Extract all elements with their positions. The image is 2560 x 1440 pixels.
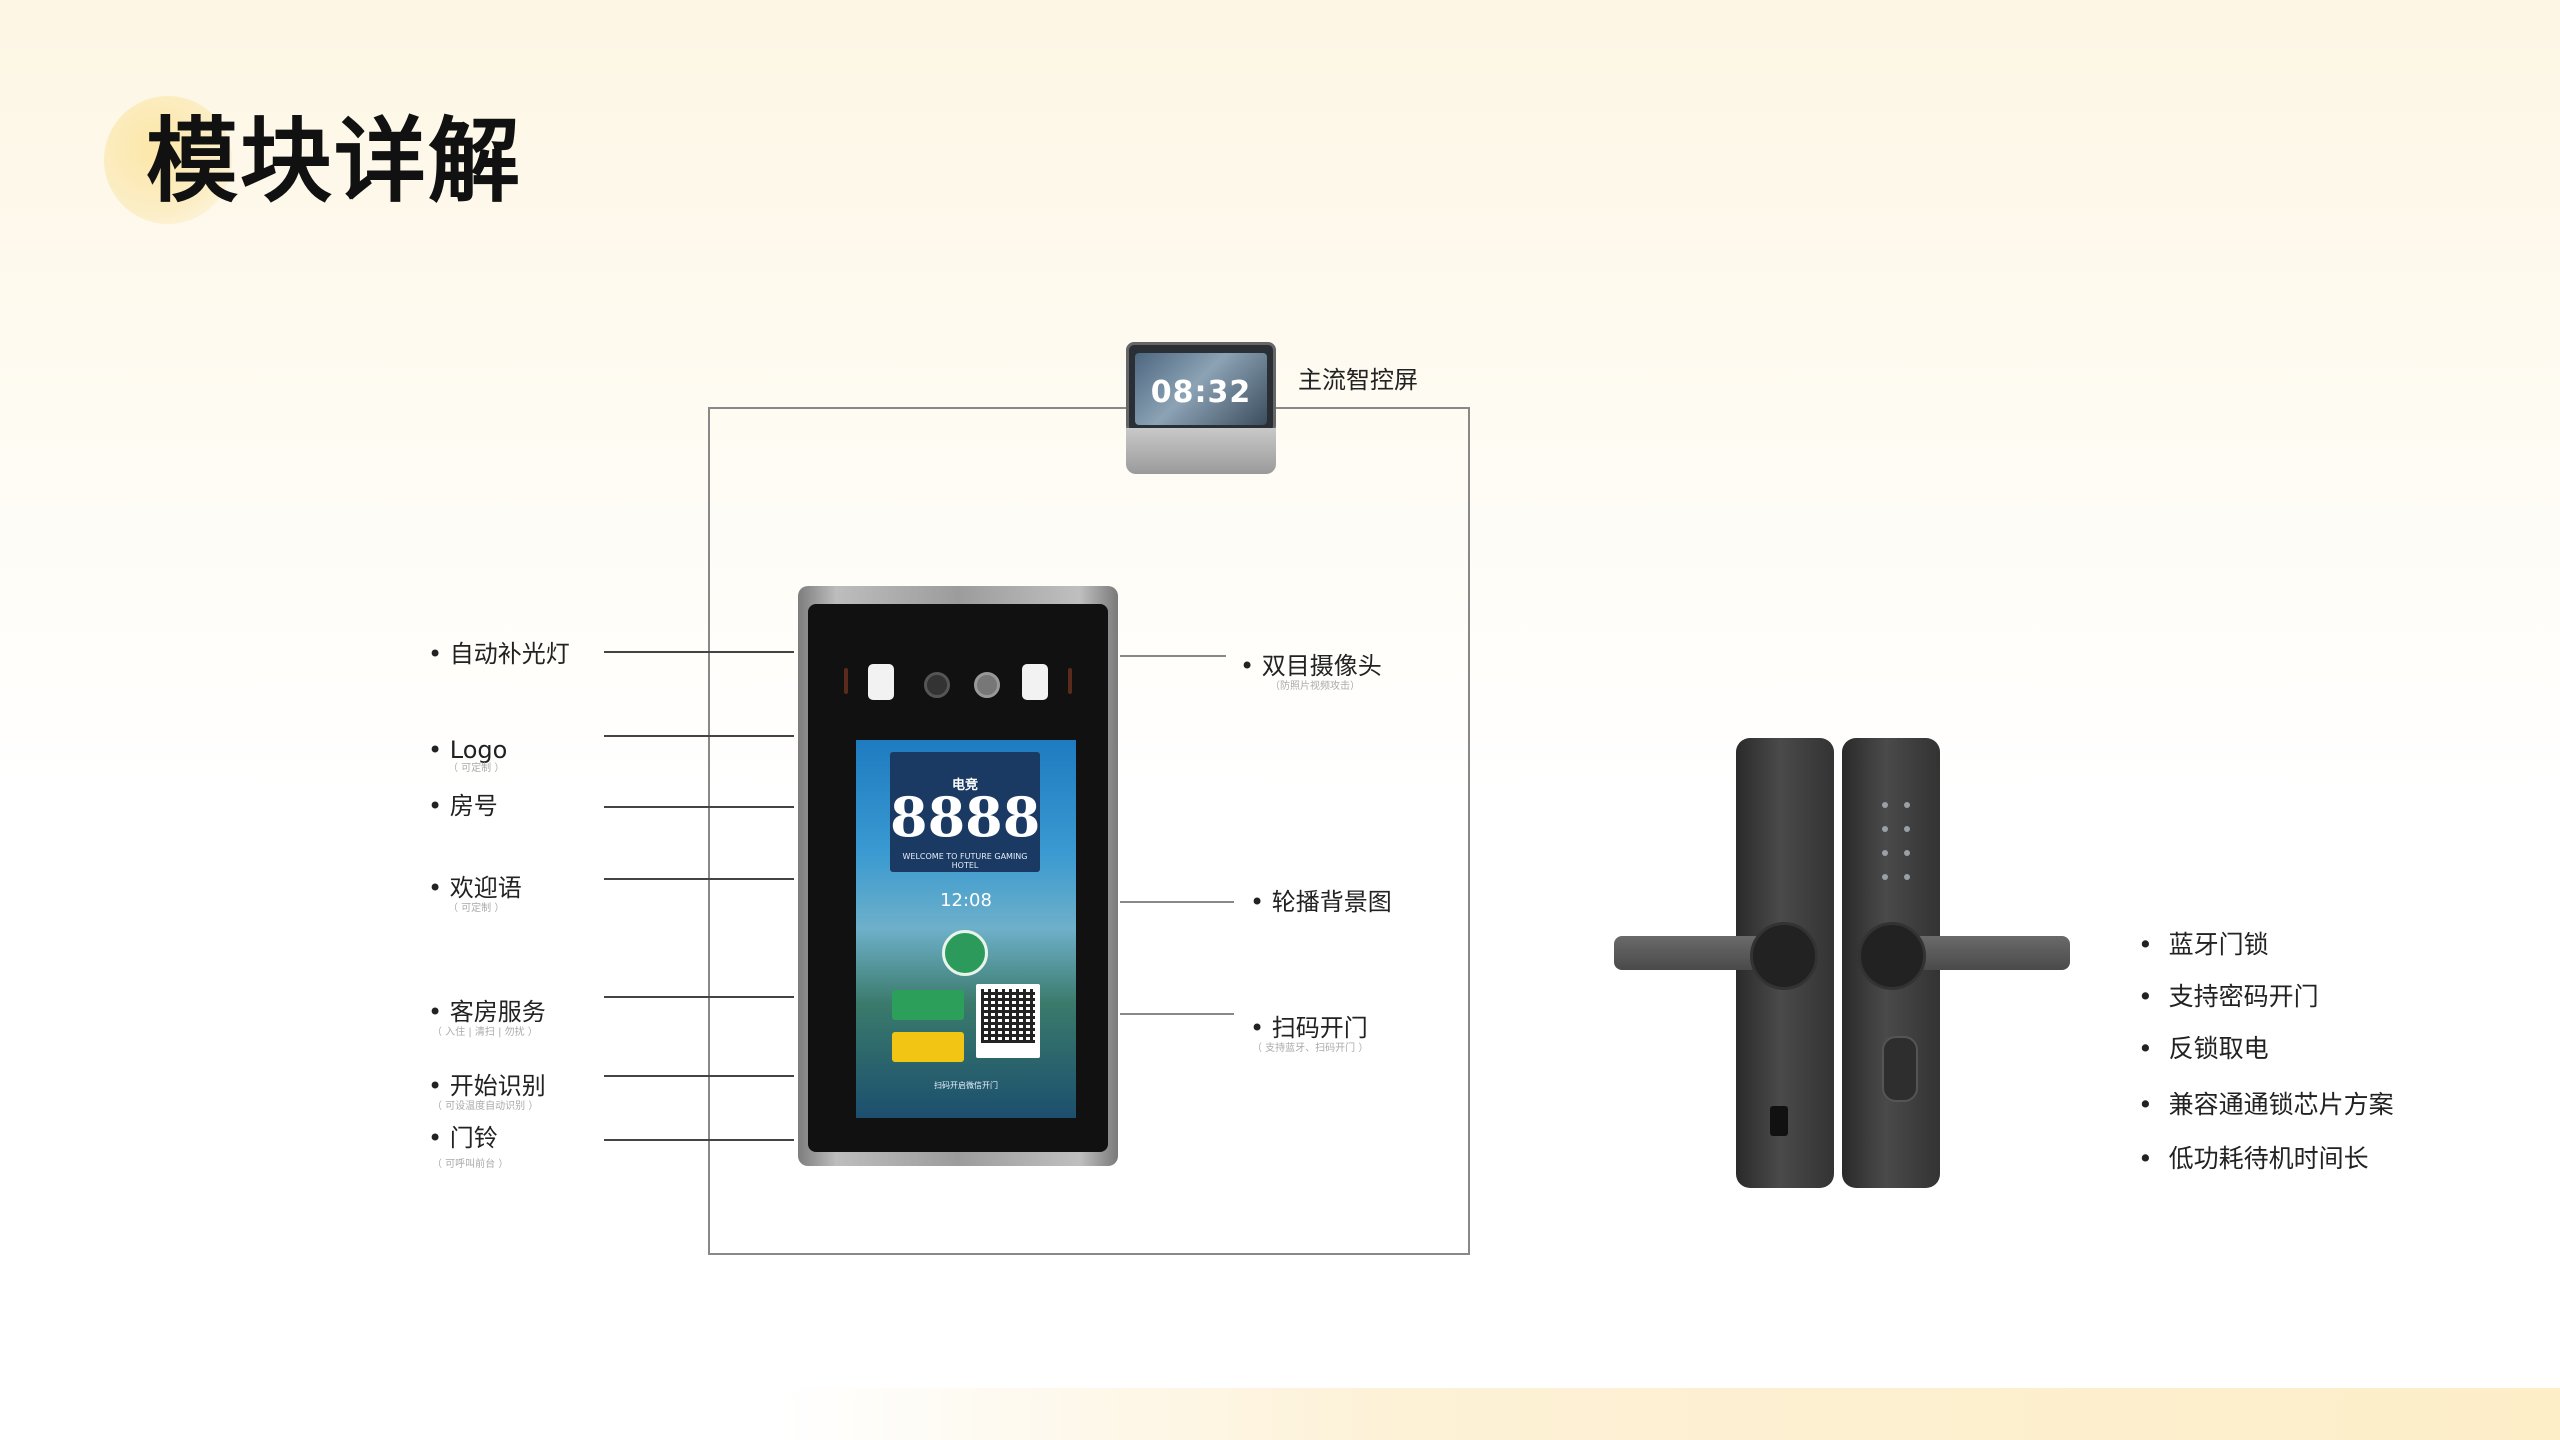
lock-outer-rose [1858, 922, 1926, 990]
access-panel-image: 电竞 8888 WELCOME TO FUTURE GAMING HOTEL 1… [798, 586, 1118, 1166]
callout-line-scan-open [1120, 1013, 1234, 1015]
callout-fill-light: • 自动补光灯 [428, 640, 570, 668]
callout-line-room-number [604, 806, 794, 808]
callout-dual-camera-note: （防照片视频攻击） [1270, 681, 1360, 692]
lcd-start-recognition-button[interactable] [942, 930, 988, 976]
callout-welcome: • 欢迎语 [428, 874, 522, 902]
callout-start-recognition-note: （ 可设温度自动识别 ） [432, 1101, 539, 1112]
lock-keyhole-icon [1770, 1106, 1788, 1136]
page-title: 模块详解 [146, 108, 523, 215]
callout-carousel: • 轮播背景图 [1250, 888, 1392, 916]
lock-keypad-key [1904, 850, 1910, 856]
fill-light-left [868, 664, 894, 700]
lcd-header-card: 电竞 8888 WELCOME TO FUTURE GAMING HOTEL [890, 752, 1040, 872]
callout-line-logo [604, 735, 794, 737]
lcd-time: 12:08 [940, 890, 992, 911]
callout-room-number: • 房号 [428, 792, 498, 820]
callout-doorbell-note: （ 可呼叫前台 ） [432, 1159, 509, 1170]
callout-start-recognition: • 开始识别 [428, 1072, 546, 1100]
camera-lens-right [974, 672, 1000, 698]
smart-screen-wallpaper [1135, 353, 1267, 425]
lock-feature-item: • 支持密码开门 [2138, 982, 2319, 1011]
lcd-welcome-text: WELCOME TO FUTURE GAMING HOTEL [902, 852, 1028, 870]
callout-line-dual-camera [1120, 655, 1226, 657]
callout-room-service-note: （ 入住 | 清扫 | 勿扰 ） [432, 1027, 538, 1038]
lcd-qr-code [976, 984, 1040, 1058]
ir-led-left [844, 668, 848, 694]
callout-line-start-recognition [604, 1075, 794, 1077]
camera-lens-left [924, 672, 950, 698]
lock-keypad-key [1882, 802, 1888, 808]
smart-screen-display: 08:32 [1126, 342, 1276, 434]
panel-lcd-screen: 电竞 8888 WELCOME TO FUTURE GAMING HOTEL 1… [856, 740, 1076, 1118]
title-decor-circle [104, 96, 232, 224]
callout-room-service: • 客房服务 [428, 998, 546, 1026]
lock-feature-item: • 蓝牙门锁 [2138, 930, 2269, 959]
door-lock-image [1610, 736, 2080, 1196]
lock-feature-item: • 兼容通通锁芯片方案 [2138, 1090, 2394, 1119]
callout-logo-note: （ 可定制 ） [448, 763, 505, 774]
callout-scan-open-note: （ 支持蓝牙、扫码开门 ） [1252, 1043, 1369, 1054]
callout-welcome-note: （ 可定制 ） [448, 903, 505, 914]
lock-feature-item: • 反锁取电 [2138, 1034, 2269, 1063]
lock-keypad-key [1882, 874, 1888, 880]
lcd-room-service-button[interactable] [892, 990, 964, 1020]
callout-line-carousel [1120, 901, 1234, 903]
lcd-brand-logo: 电竞 [951, 778, 978, 793]
callout-scan-open: • 扫码开门 [1250, 1014, 1368, 1042]
callout-line-welcome [604, 878, 794, 880]
access-panel-face: 电竞 8888 WELCOME TO FUTURE GAMING HOTEL 1… [808, 604, 1108, 1152]
lcd-room-number: 8888 [890, 785, 1041, 849]
callout-line-room-service [604, 996, 794, 998]
diagram-frame [708, 407, 1470, 1255]
callout-dual-camera: • 双目摄像头 [1240, 652, 1382, 680]
ir-led-right [1068, 668, 1072, 694]
lock-keypad-key [1904, 802, 1910, 808]
callout-line-doorbell [604, 1139, 794, 1141]
smart-screen-label: 主流智控屏 [1298, 366, 1418, 394]
callout-line-fill-light [604, 651, 794, 653]
lock-inner-rose [1750, 922, 1818, 990]
lock-keypad-key [1904, 874, 1910, 880]
lock-card-reader [1882, 1036, 1918, 1102]
lock-feature-item: • 低功耗待机时间长 [2138, 1144, 2369, 1173]
callout-doorbell: • 门铃 [428, 1124, 498, 1152]
bottom-decor-band [780, 1388, 2560, 1440]
smart-control-screen-image: 08:32 [1126, 342, 1276, 474]
lcd-doorbell-button[interactable] [892, 1032, 964, 1062]
lcd-bottom-text: 扫码开启微信开门 [934, 1081, 998, 1090]
smart-screen-speaker-base [1126, 428, 1276, 474]
fill-light-right [1022, 664, 1048, 700]
smart-screen-clock: 08:32 [1150, 375, 1252, 410]
lock-keypad-key [1882, 826, 1888, 832]
lock-keypad-key [1904, 826, 1910, 832]
lock-keypad-key [1882, 850, 1888, 856]
callout-logo: • Logo [428, 736, 508, 764]
